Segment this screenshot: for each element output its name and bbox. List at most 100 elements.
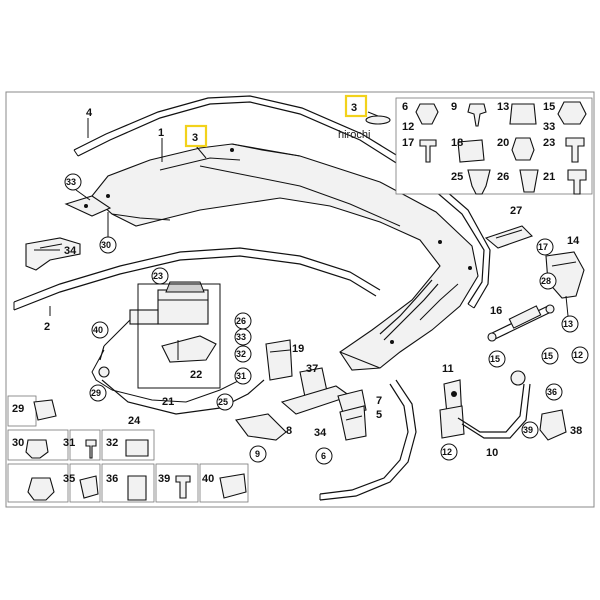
callout-10[interactable]: 10 xyxy=(486,447,498,459)
callout-24[interactable]: 24 xyxy=(128,415,141,427)
grid-25[interactable]: 25 xyxy=(451,171,463,183)
callout-23[interactable]: 23 xyxy=(153,271,163,281)
corner-bracket[interactable] xyxy=(25,237,81,271)
grid-23[interactable]: 23 xyxy=(543,137,555,149)
grid-17[interactable]: 17 xyxy=(402,137,414,149)
callout-15-diagram-b[interactable]: 15 xyxy=(543,351,553,361)
callout-3-highlight[interactable]: 3 xyxy=(351,102,357,114)
callout-12-diagram[interactable]: 12 xyxy=(442,447,452,457)
grid-39[interactable]: 39 xyxy=(158,473,170,485)
front-seal-strip[interactable] xyxy=(73,95,491,341)
rear-lower-seal[interactable] xyxy=(319,379,417,501)
callout-22[interactable]: 22 xyxy=(190,369,202,381)
clip-36-icon xyxy=(79,475,99,499)
callout-7[interactable]: 7 xyxy=(376,395,382,407)
grid-35[interactable]: 35 xyxy=(63,473,75,485)
buffer-26-icon xyxy=(519,169,539,193)
clip-13-icon xyxy=(509,103,537,125)
callout-30[interactable]: 30 xyxy=(101,240,111,250)
grid-12[interactable]: 12 xyxy=(402,121,414,133)
grid-29[interactable]: 29 xyxy=(12,403,24,415)
grid-30[interactable]: 30 xyxy=(12,437,24,449)
buffer-25-icon xyxy=(467,169,491,195)
clip-40-icon xyxy=(219,473,247,499)
callout-16[interactable]: 16 xyxy=(490,305,502,317)
lock-bracket[interactable] xyxy=(235,339,352,441)
grid-13[interactable]: 13 xyxy=(497,101,509,113)
clip-27[interactable] xyxy=(484,225,534,249)
grid-31[interactable]: 31 xyxy=(63,437,75,449)
grid-9[interactable]: 9 xyxy=(451,101,457,113)
grid-26[interactable]: 26 xyxy=(497,171,509,183)
callout-32-diagram[interactable]: 32 xyxy=(236,349,246,359)
striker-bracket[interactable] xyxy=(337,389,367,441)
callout-17-diagram[interactable]: 17 xyxy=(538,242,548,252)
callout-29-diagram[interactable]: 29 xyxy=(91,388,101,398)
callout-12-diagram-b[interactable]: 12 xyxy=(573,350,583,360)
clip-38[interactable] xyxy=(539,409,567,441)
callout-26-diagram[interactable]: 26 xyxy=(236,316,246,326)
clip-6-icon xyxy=(415,103,439,125)
leader-lines xyxy=(34,111,379,316)
callout-33[interactable]: 33 xyxy=(66,177,76,187)
clip-36b-icon xyxy=(127,475,147,501)
highlight-box-diagram xyxy=(184,124,208,148)
callout-11[interactable]: 11 xyxy=(442,363,454,375)
bolt-23-icon xyxy=(565,137,585,163)
callout-31-diagram[interactable]: 31 xyxy=(236,371,246,381)
callout-2[interactable]: 2 xyxy=(44,321,50,333)
callout-21[interactable]: 21 xyxy=(162,396,174,408)
hardtop-shell[interactable] xyxy=(91,143,479,371)
callout-36-diagram[interactable]: 36 xyxy=(547,387,557,397)
bolt-39-icon xyxy=(175,475,191,499)
callout-19[interactable]: 19 xyxy=(292,343,304,355)
callout-38[interactable]: 38 xyxy=(570,425,582,437)
callout-6-diagram[interactable]: 6 xyxy=(321,451,326,461)
callout-28[interactable]: 28 xyxy=(541,276,551,286)
callout-14[interactable]: 14 xyxy=(567,235,580,247)
callout-13-diagram[interactable]: 13 xyxy=(563,319,573,329)
nut-18-icon xyxy=(457,139,485,163)
callout-34-top[interactable]: 34 xyxy=(64,245,77,257)
gas-strut[interactable] xyxy=(487,304,555,342)
callout-9-diagram[interactable]: 9 xyxy=(255,449,260,459)
callout-34-bottom[interactable]: 34 xyxy=(314,427,327,439)
grommet-3-icon xyxy=(365,115,391,125)
callouts: 4 1 3 3 hirochi 33 30 34 2 23 40 29 22 2… xyxy=(12,101,589,485)
callout-27[interactable]: 27 xyxy=(510,205,522,217)
screw-31-icon xyxy=(85,439,97,459)
watermark-text: hirochi xyxy=(338,129,370,141)
cap-35-icon xyxy=(27,477,55,501)
callout-8[interactable]: 8 xyxy=(286,425,292,437)
hardware-grid-left xyxy=(7,395,249,503)
side-rail-seal[interactable] xyxy=(13,247,381,311)
grid-36[interactable]: 36 xyxy=(106,473,118,485)
callout-33-diagram[interactable]: 33 xyxy=(236,332,246,342)
callout-40-diagram[interactable]: 40 xyxy=(93,325,103,335)
grid-40[interactable]: 40 xyxy=(202,473,214,485)
rear-corner-bracket[interactable] xyxy=(64,195,112,217)
grid-15[interactable]: 15 xyxy=(543,101,555,113)
callout-1[interactable]: 1 xyxy=(158,127,164,139)
grid-6[interactable]: 6 xyxy=(402,101,408,113)
callout-25-diagram[interactable]: 25 xyxy=(218,397,228,407)
grid-18[interactable]: 18 xyxy=(451,137,463,149)
grid-20[interactable]: 20 xyxy=(497,137,509,149)
callout-15-diagram[interactable]: 15 xyxy=(490,354,500,364)
grid-21[interactable]: 21 xyxy=(543,171,555,183)
grid-33[interactable]: 33 xyxy=(543,121,555,133)
release-cable[interactable] xyxy=(99,345,265,415)
grommet-30-icon xyxy=(25,439,49,459)
grid-32[interactable]: 32 xyxy=(106,437,118,449)
callout-3-diagram[interactable]: 3 xyxy=(192,132,198,144)
hardware-grid-right xyxy=(395,97,593,195)
actuator-assembly[interactable] xyxy=(91,281,245,403)
callout-37[interactable]: 37 xyxy=(306,363,318,375)
clip-15-icon xyxy=(557,101,587,125)
strut-bracket[interactable] xyxy=(545,251,585,317)
hinge-arm[interactable] xyxy=(439,370,531,439)
callout-4[interactable]: 4 xyxy=(86,107,93,119)
callout-39-diagram[interactable]: 39 xyxy=(523,425,533,435)
callout-5[interactable]: 5 xyxy=(376,409,382,421)
